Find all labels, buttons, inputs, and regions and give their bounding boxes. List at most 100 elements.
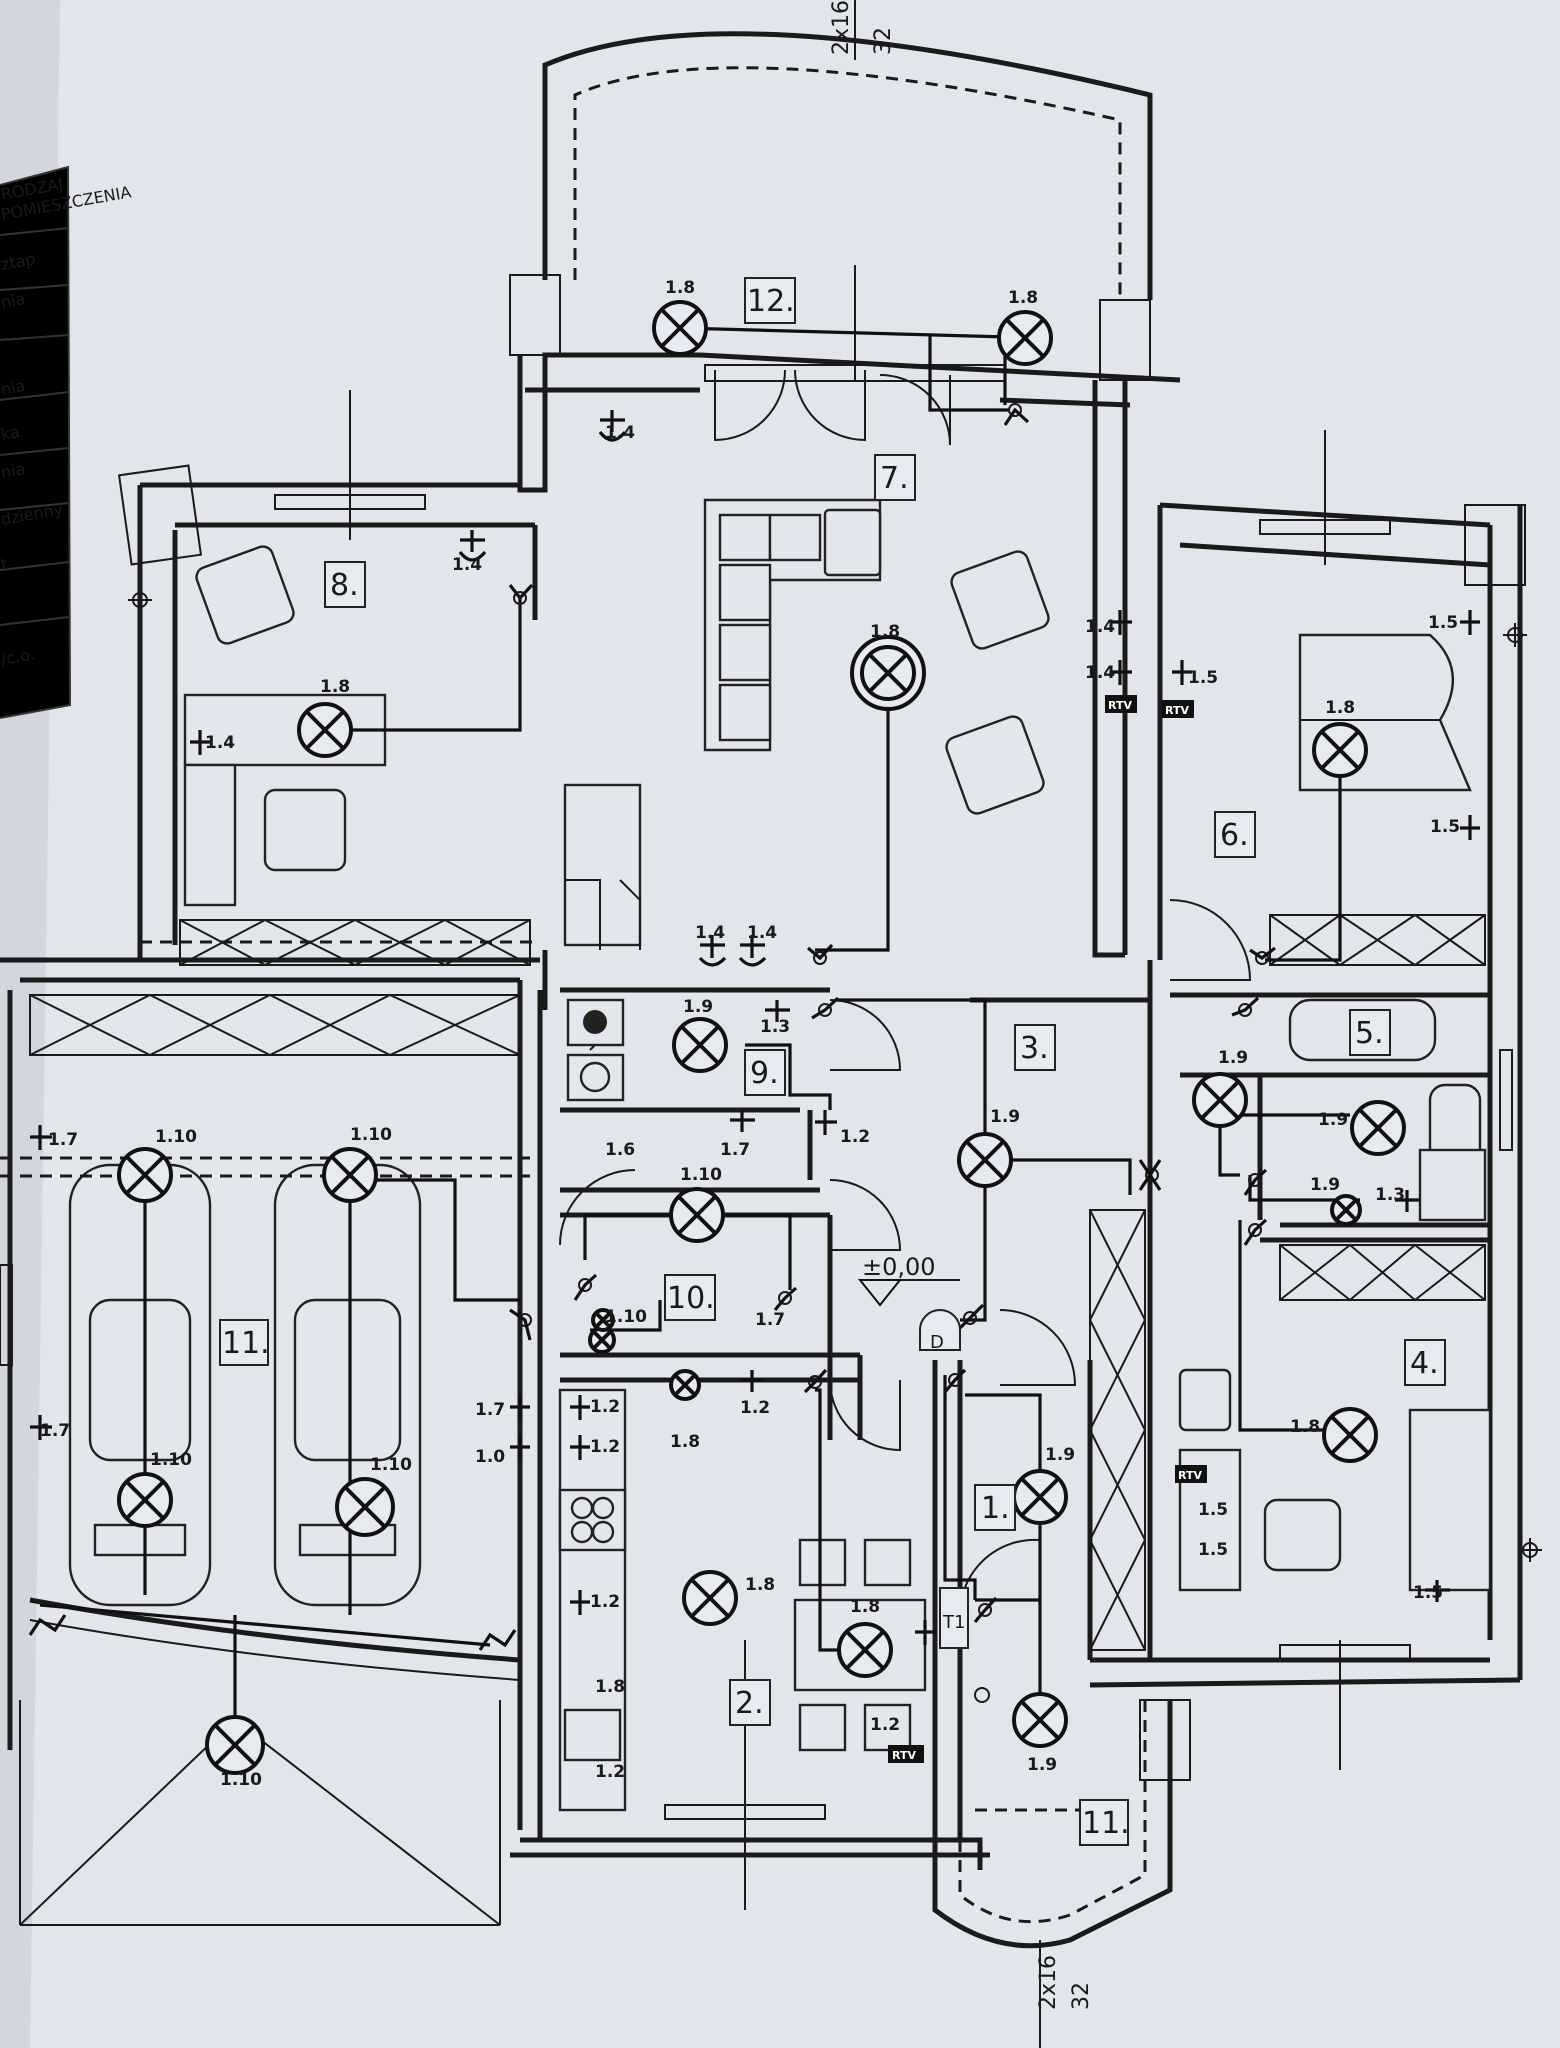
ceiling-light-icon — [997, 310, 1053, 366]
ceiling-light-icon — [652, 300, 708, 356]
ceiling-light-icon — [672, 1017, 728, 1073]
circuit-label: 1.10 — [350, 1125, 392, 1145]
circuit-label: 1.8 — [1325, 698, 1355, 718]
ceiling-lights — [117, 300, 1406, 1775]
socket-icon — [1110, 660, 1132, 685]
switch-icon — [508, 583, 534, 605]
circuit-label: 1.7 — [48, 1130, 78, 1150]
socket-icon — [458, 530, 487, 562]
socket-icon — [915, 1620, 937, 1645]
ceiling-light-icon — [205, 1715, 265, 1775]
switch-icon — [973, 1596, 998, 1624]
switch-icon — [1243, 1218, 1268, 1246]
circuit-label: 1.0 — [475, 1447, 505, 1467]
circuit-label: 1.5 — [1428, 613, 1458, 633]
rtv-tag: RTV — [892, 1749, 916, 1762]
ceiling-light-icon — [1012, 1469, 1068, 1525]
legend-row: nia — [0, 376, 27, 399]
rtv-tag: RTV — [1108, 699, 1132, 712]
dimension-bottom-b: 32 — [1069, 1982, 1094, 2010]
circuit-label: 1.2 — [595, 1762, 625, 1782]
circuit-label: 1.8 — [850, 1597, 880, 1617]
circuit-label: 1.7 — [475, 1400, 505, 1420]
switch-icon — [1138, 1159, 1162, 1191]
socket-icon — [740, 1370, 765, 1392]
circuit-label: 1.2 — [840, 1127, 870, 1147]
circuit-label: 1.8 — [670, 1432, 700, 1452]
socket-icon — [570, 1395, 590, 1420]
circuit-label: 1.8 — [745, 1575, 775, 1595]
switch-icon — [974, 1687, 990, 1703]
socket-icon — [1172, 660, 1192, 685]
switch-icon — [806, 943, 834, 965]
socket-icon — [190, 730, 210, 755]
ceiling-light-icon — [1312, 722, 1368, 778]
room-number-10: 10. — [667, 1281, 715, 1316]
ceiling-light-icon — [117, 1147, 173, 1203]
room-number-2: 2. — [735, 1686, 764, 1721]
circuit-label: 1.10 — [220, 1770, 262, 1790]
circuit-label: 1.10 — [150, 1450, 192, 1470]
switch-icon — [943, 1368, 967, 1394]
ceiling-light-icon — [669, 1369, 701, 1401]
rtv-tag: RTV — [1165, 704, 1189, 717]
legend-row: ka — [0, 422, 21, 444]
circuit-label: 1.9 — [990, 1107, 1020, 1127]
room-number-11: 11. — [222, 1326, 270, 1361]
ceiling-light-icon — [1012, 1692, 1068, 1748]
socket-icon — [730, 1110, 755, 1132]
legend-row: nia — [0, 289, 27, 312]
circuit-label: 1.8 — [870, 622, 900, 642]
switch-icon — [956, 1303, 985, 1332]
socket-icon — [598, 410, 627, 442]
ceiling-light-icon — [588, 1326, 616, 1354]
level-mark: ±0,00 — [857, 1253, 960, 1307]
circuit-label: 1.4 — [695, 923, 725, 943]
circuit-label: 1.8 — [1290, 1417, 1320, 1437]
ceiling-light-icon — [837, 1622, 893, 1678]
ceiling-light-icon — [682, 1570, 738, 1626]
wardrobes — [29, 913, 1486, 1651]
room-number-5: 5. — [1355, 1016, 1384, 1051]
circuit-label: 1.8 — [1008, 288, 1038, 308]
circuit-label: 1.5 — [1198, 1540, 1228, 1560]
circuit-label: 1.9 — [1218, 1048, 1248, 1068]
room-number-3: 3. — [1020, 1031, 1049, 1066]
socket-icon — [765, 1000, 790, 1022]
circuit-label: 1.10 — [155, 1127, 197, 1147]
dimension-bottom-a: 2x16 — [1036, 1955, 1061, 2010]
doors — [559, 369, 1252, 1621]
circuit-label: 1.10 — [605, 1307, 647, 1327]
room-number-7: 7. — [880, 461, 909, 496]
equipment-tags: RTV RTV RTV RTV T1 D — [888, 695, 1207, 1763]
circuit-label: 1.2 — [590, 1437, 620, 1457]
room-numbers: 1. 2. 3. 4. 5. 6. 7. 8. 9. 10. 11. 11. 1… — [219, 277, 1446, 1846]
circuit-label: 1.8 — [595, 1677, 625, 1697]
socket-icon — [1425, 1580, 1450, 1602]
ceiling-light-icon — [1330, 1194, 1362, 1226]
circuit-label: 1.7 — [40, 1421, 70, 1441]
ceiling-light-icon — [669, 1187, 725, 1243]
circuit-label: 1.9 — [683, 997, 713, 1017]
switch-icon — [811, 996, 840, 1020]
circuit-label: 1.5 — [1413, 1583, 1443, 1603]
switch-symbols — [28, 403, 1480, 1703]
socket-icon — [30, 1125, 52, 1150]
socket-icon — [30, 1415, 52, 1440]
entry-steps: 2x16 32 — [932, 1699, 1191, 2048]
room-number-1: 1. — [981, 1491, 1010, 1526]
socket-icon — [510, 1435, 530, 1460]
distribution-board-tag: D — [930, 1332, 944, 1353]
circuit-label: 1.4 — [747, 923, 777, 943]
switch-icon — [803, 1368, 828, 1394]
circuit-label: 1.4 — [605, 423, 635, 443]
circuit-label: 1.4 — [205, 733, 235, 753]
ceiling-light-icon — [1192, 1072, 1248, 1128]
t1-tag: T1 — [942, 1612, 965, 1633]
socket-icon — [1395, 1190, 1420, 1212]
room-number-4: 4. — [1410, 1346, 1439, 1381]
socket-icon — [1460, 815, 1480, 840]
legend-row: nia — [0, 459, 27, 482]
circuit-label: 1.4 — [1085, 663, 1115, 683]
